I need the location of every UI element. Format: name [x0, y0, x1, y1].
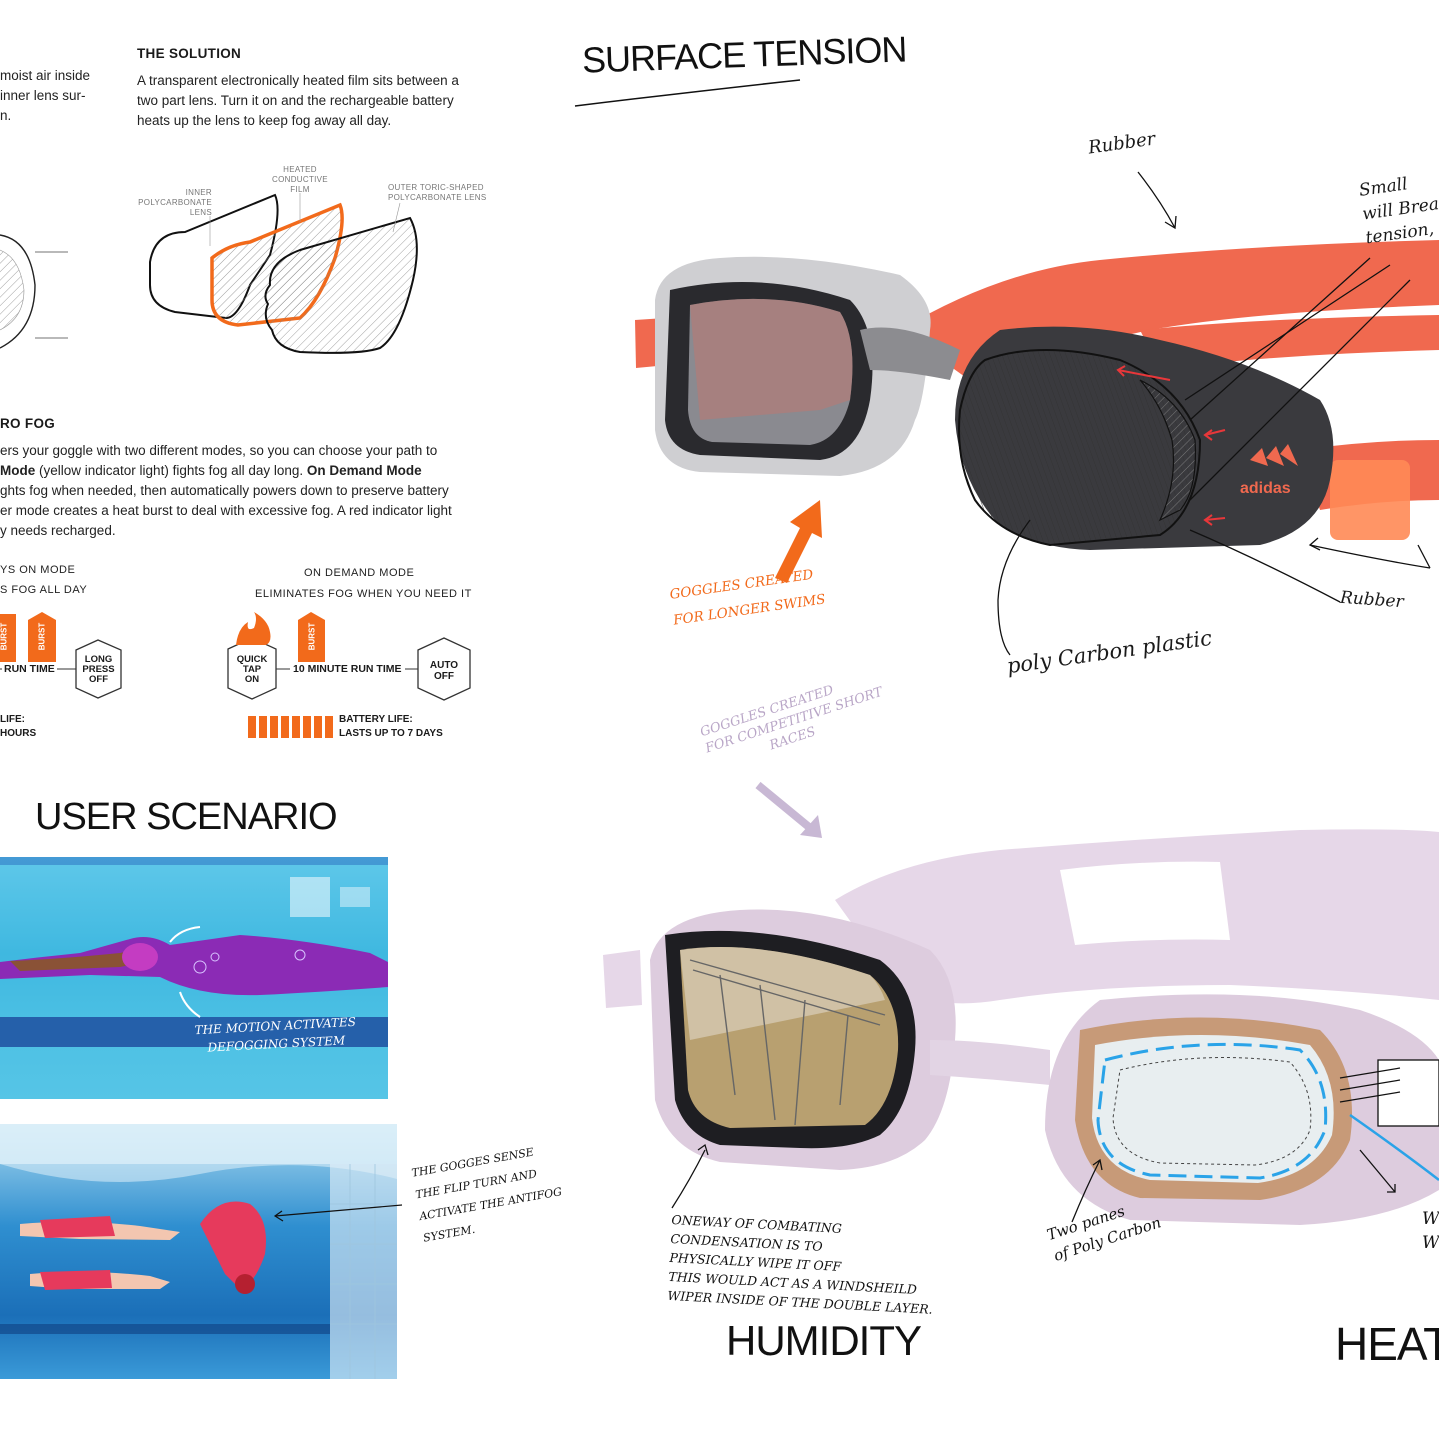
- always-on-battery: LIFE: HOURS: [0, 714, 37, 739]
- swimmer-photo-1: THE MOTION ACTIVATES DEFOGGING SYSTEM: [0, 857, 388, 1099]
- on-demand-run-time: 10 MINUTE RUN TIME: [290, 663, 405, 675]
- zero-fog-line: Mode (yellow indicator light) fights fog…: [0, 463, 422, 478]
- zero-fog-line: er mode creates a heat burst to deal wit…: [0, 503, 452, 518]
- auto-off: AUTO OFF: [429, 660, 459, 682]
- humidity-note: ONEWAY OF COMBATING CONDENSATION IS TO P…: [667, 1211, 933, 1317]
- solution-title: THE SOLUTION: [137, 46, 242, 61]
- right-edge-note: Wi Wh: [1422, 1209, 1439, 1253]
- intro-line: inner lens sur-: [0, 88, 86, 103]
- outer-lens-label: OUTER TORIC-SHAPED POLYCARBONATE LENS: [388, 183, 487, 202]
- zero-fog-line: ghts fog when needed, then automatically…: [0, 483, 449, 498]
- solution-line: A transparent electronically heated film…: [137, 73, 459, 88]
- intro-line: n.: [0, 108, 12, 123]
- swimmer-photo-2: [0, 1124, 397, 1379]
- solution-line: heats up the lens to keep fog away all d…: [137, 113, 392, 128]
- always-on-run-time: RUN TIME: [2, 663, 57, 675]
- zero-fog-line: ers your goggle with two different modes…: [0, 443, 438, 458]
- user-scenario-title: USER SCENARIO: [35, 796, 338, 838]
- adidas-logo: adidas: [1240, 480, 1291, 497]
- on-demand-title: ON DEMAND MODE: [304, 567, 415, 579]
- intro-text: moist air inside inner lens sur- n.: [0, 66, 110, 126]
- quick-tap-on: QUICK TAP ON: [236, 654, 268, 685]
- on-demand-subtitle: ELIMINATES FOG WHEN YOU NEED IT: [255, 588, 472, 600]
- humidity-title: HUMIDITY: [726, 1317, 922, 1364]
- intro-line: moist air inside: [0, 68, 91, 83]
- heated-film-label: HEATED CONDUCTIVE FILM: [272, 165, 328, 194]
- zero-fog-line: y needs recharged.: [0, 523, 116, 538]
- long-press-off: LONG PRESS OFF: [82, 654, 115, 685]
- zero-fog-text: ers your goggle with two different modes…: [0, 441, 540, 541]
- solution-line: two part lens. Turn it on and the rechar…: [137, 93, 454, 108]
- always-on-title: YS ON MODE: [0, 564, 76, 576]
- heat-title: HEAT: [1335, 1318, 1439, 1370]
- inner-lens-label: INNER POLYCARBONATE LENS: [138, 188, 212, 217]
- zero-fog-title: RO FOG: [0, 416, 56, 431]
- always-on-subtitle: S FOG ALL DAY: [0, 584, 88, 596]
- solution-text: A transparent electronically heated film…: [137, 71, 537, 131]
- on-demand-battery: BATTERY LIFE: LASTS UP TO 7 DAYS: [339, 714, 443, 739]
